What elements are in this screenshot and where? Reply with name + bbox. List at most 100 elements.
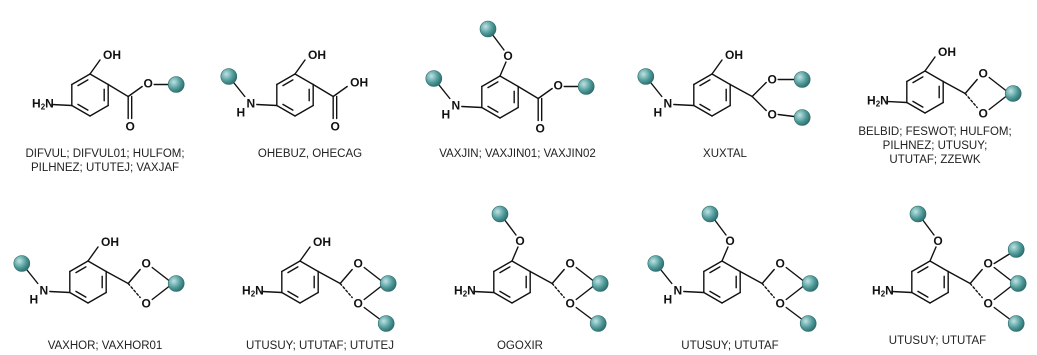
- bond: [649, 80, 663, 98]
- bond: [461, 105, 483, 109]
- bond: [517, 85, 539, 100]
- hydrogen-label: H: [236, 106, 245, 120]
- bond: [77, 103, 89, 111]
- bond: [713, 218, 727, 236]
- metal-sphere: [1007, 315, 1025, 332]
- bond: [929, 291, 949, 304]
- bond: [964, 78, 978, 95]
- bond: [777, 113, 795, 118]
- caption-s1: DIFVUL; DIFVUL01; HULFOM; PILHNEZ; UTUTE…: [10, 147, 200, 175]
- bond: [127, 282, 141, 299]
- bond: [575, 306, 593, 321]
- bond: [993, 252, 1011, 265]
- bond: [924, 70, 944, 83]
- bond: [537, 87, 553, 100]
- metal-sphere: [379, 275, 397, 292]
- bond: [739, 270, 763, 285]
- bond: [511, 291, 531, 304]
- oxygen-upper: O: [979, 67, 988, 81]
- bond: [993, 266, 1013, 283]
- metal-sphere: [167, 275, 185, 292]
- bond: [75, 266, 87, 274]
- hydroxyl-label: OH: [103, 48, 121, 62]
- metal-sphere: [491, 205, 509, 223]
- hydrogen-label: H: [663, 293, 672, 307]
- caption-line: UTUSUY; UTUTAF: [888, 335, 987, 347]
- bond: [287, 266, 299, 274]
- metal-sphere: [220, 68, 238, 85]
- bond: [151, 266, 171, 283]
- bond: [89, 104, 109, 117]
- oxygen-upper: O: [776, 257, 785, 271]
- oxygen-lower: O: [768, 108, 777, 122]
- bond: [77, 79, 89, 87]
- bond: [929, 260, 949, 273]
- oxygen-label: O: [503, 49, 512, 63]
- bond: [89, 73, 109, 86]
- metal-sphere: [591, 275, 609, 292]
- bond: [261, 290, 283, 294]
- metal-sphere: [589, 315, 607, 332]
- bond: [69, 291, 89, 304]
- nitrogen-label: N: [39, 284, 48, 298]
- bond: [917, 290, 929, 298]
- bond: [911, 291, 931, 304]
- bond: [761, 282, 775, 299]
- bond: [751, 81, 767, 98]
- bond: [911, 260, 931, 273]
- bond: [703, 291, 723, 304]
- bond: [988, 94, 1008, 111]
- bond: [87, 260, 107, 273]
- hydroxyl-label: OH: [725, 48, 743, 62]
- hydroxyl-label: OH: [313, 235, 331, 249]
- caption-line: VAXHOR; VAXHOR01: [47, 340, 163, 352]
- bond: [493, 291, 513, 304]
- caption-s9: UTUSUY; UTUTAF: [640, 339, 820, 353]
- ester-oxygen: O: [554, 79, 563, 93]
- hydrogen-label: H: [653, 106, 662, 120]
- metal-sphere: [577, 78, 595, 95]
- bond: [299, 291, 319, 304]
- hydrogen-label: H: [29, 293, 38, 307]
- ester-oxygen: O: [144, 77, 153, 91]
- bond: [721, 260, 741, 273]
- bond: [929, 246, 937, 262]
- bond: [487, 105, 499, 113]
- bond: [499, 75, 519, 88]
- caption-s5: BELBID; FESWOT; HULFOM; PILHNEZ; UTUSUY;…: [840, 125, 1030, 167]
- bond: [151, 284, 171, 301]
- bond: [673, 103, 695, 107]
- bond: [69, 260, 89, 273]
- bond: [499, 266, 511, 274]
- amine-label: H2N: [454, 284, 476, 299]
- caption-line: PILHNEZ; UTUTEJ; VAXJAF: [30, 162, 180, 174]
- oxygen-lower: O: [142, 297, 151, 311]
- metal-sphere: [1009, 275, 1027, 292]
- metal-sphere: [793, 109, 811, 126]
- bond: [699, 103, 711, 111]
- caption-line: OGOXIR: [496, 340, 543, 352]
- bond: [49, 290, 71, 294]
- bond: [493, 260, 513, 273]
- bond: [969, 268, 983, 285]
- metal-sphere: [647, 255, 665, 272]
- metal-sphere: [167, 76, 185, 93]
- bond: [511, 246, 519, 262]
- nitrogen-label: N: [246, 97, 255, 111]
- bond: [709, 290, 721, 298]
- hydroxyl-label: OH: [101, 235, 119, 249]
- oxygen-upper: O: [566, 257, 575, 271]
- bond: [87, 291, 107, 304]
- metal-sphere: [637, 68, 655, 85]
- metal-sphere: [377, 315, 395, 332]
- hydroxyl-label: OH: [308, 48, 326, 62]
- oxygen-lower: O: [984, 297, 993, 311]
- oxygen-upper: O: [984, 257, 993, 271]
- caption-s4: XUXTAL: [640, 147, 810, 161]
- bond: [988, 76, 1008, 93]
